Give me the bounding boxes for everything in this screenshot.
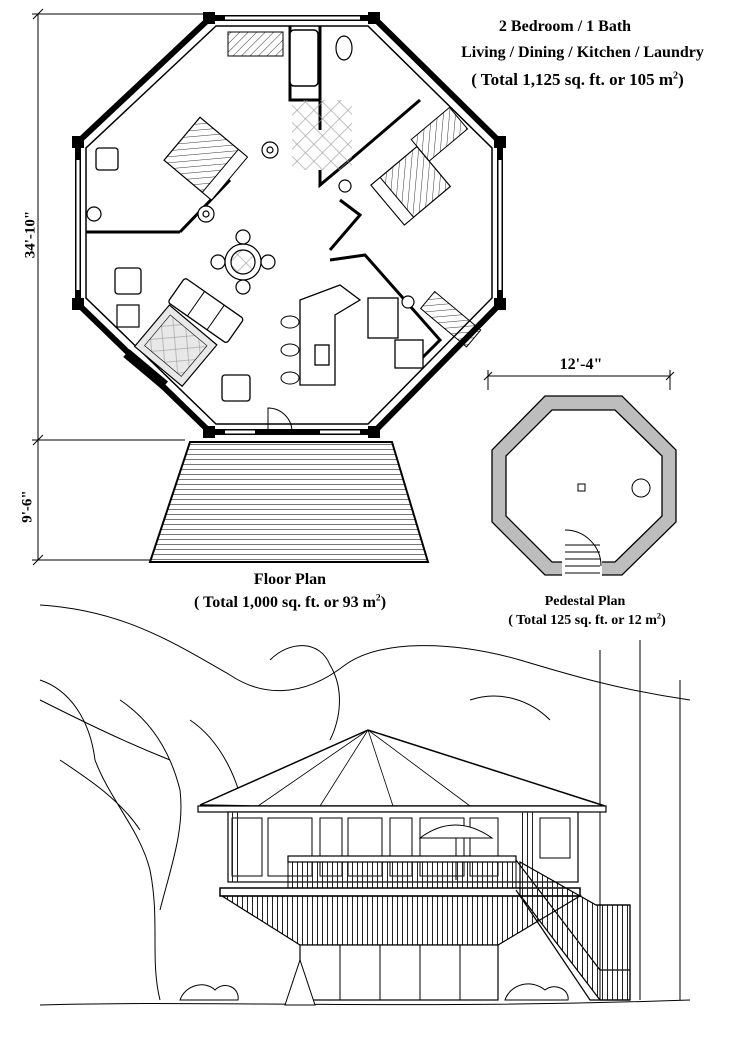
dimension-lines — [32, 8, 205, 566]
sofa — [168, 278, 244, 343]
dim-deck-height: 9'-6" — [19, 490, 36, 523]
floor-plan-area: ( Total 1,000 sq. ft. or 93 m2) — [193, 592, 387, 611]
rug — [133, 304, 218, 388]
toilet — [335, 35, 353, 61]
header-rooms: Living / Dining / Kitchen / Laundry — [461, 44, 704, 61]
elevation-pedestal — [219, 895, 583, 1001]
elevation-roof — [197, 729, 607, 813]
bathtub — [289, 29, 319, 87]
kitchen-counter — [299, 284, 424, 386]
dim-floor-height: 34'-10" — [22, 210, 39, 259]
pedestal-octagon — [491, 395, 677, 576]
elevation-drawing — [39, 604, 691, 1006]
pedestal-dim-line — [483, 370, 675, 390]
octagon-outer-wall — [72, 12, 506, 438]
floor-plan-title: Floor Plan — [253, 571, 327, 588]
dining-table — [210, 229, 276, 295]
bathroom-floor — [292, 100, 352, 170]
bed-upper-right — [410, 106, 469, 162]
pedestal-plan-area: ( Total 125 sq. ft. or 12 m2) — [508, 611, 666, 628]
header-bedroom-bath: 2 Bedroom / 1 Bath — [498, 18, 632, 35]
dim-pedestal-width: 12'-4" — [559, 356, 603, 373]
deck — [148, 441, 430, 563]
bed-right — [370, 145, 452, 226]
bed-left — [163, 116, 249, 201]
header-total-area: ( Total 1,125 sq. ft. or 105 m2) — [471, 70, 684, 89]
pedestal-plan-title: Pedestal Plan — [544, 594, 626, 609]
